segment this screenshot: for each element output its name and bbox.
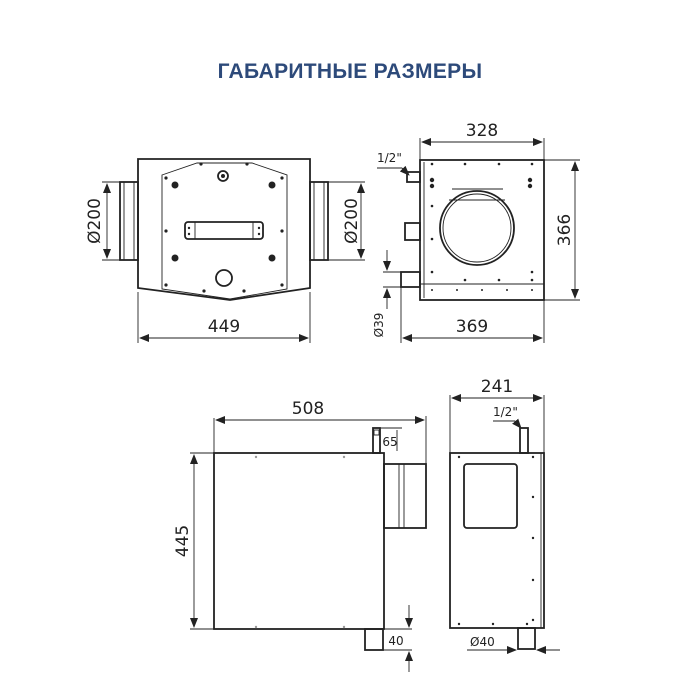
left-duct-label: Ø200	[85, 198, 105, 244]
page-title: ГАБАРИТНЫЕ РАЗМЕРЫ	[217, 60, 483, 83]
front-height-label: 366	[555, 214, 575, 246]
side-bottom-drain-label: 40	[388, 634, 403, 648]
back-width-label: 241	[481, 377, 513, 397]
front-view: 1/2" 328 366 369 Ø39	[372, 121, 580, 343]
front-bottom-width-label: 369	[456, 317, 488, 337]
side-width-label: 508	[292, 399, 324, 419]
side-height-label: 445	[173, 525, 193, 557]
right-duct-label: Ø200	[342, 198, 362, 244]
front-top-width-label: 328	[466, 121, 498, 141]
side-top-fitting-label: 65	[382, 435, 397, 449]
back-view: 241 1/2" Ø40	[449, 377, 560, 654]
back-drain-label: Ø40	[470, 635, 495, 649]
top-view: 449 Ø200 Ø200	[85, 158, 365, 343]
front-pipe-label: 1/2"	[377, 151, 402, 165]
side-view: 508 65 445 40	[173, 399, 427, 672]
top-width-label: 449	[208, 317, 240, 337]
back-pipe-label: 1/2"	[493, 405, 518, 419]
front-drain-label: Ø39	[372, 313, 386, 338]
